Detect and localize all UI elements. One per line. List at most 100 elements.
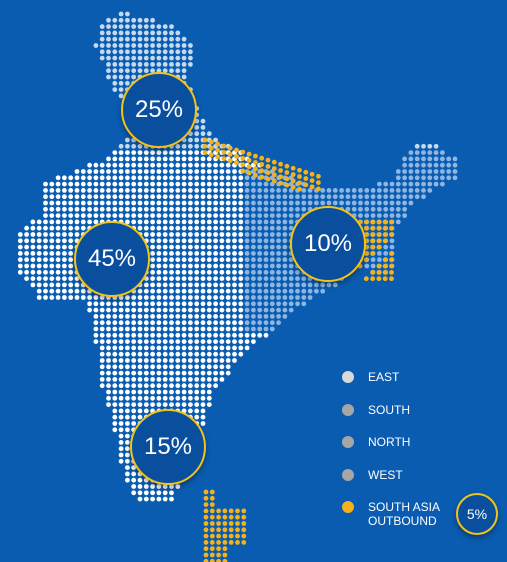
map-dot [49,188,55,193]
map-dot [181,43,187,48]
map-dot [106,395,111,401]
map-dot [278,174,283,180]
map-dot [307,295,313,300]
map-dot [131,320,137,326]
map-dot [162,295,168,300]
map-dot [175,402,181,407]
map-dot [232,244,237,250]
map-dot [143,55,149,61]
map-dot [156,301,162,307]
map-dot [200,200,206,206]
map-dot [150,175,156,181]
map-dot [309,184,315,190]
map-dot [382,270,388,275]
south-share-value: 15% [143,433,193,460]
map-dot [43,194,48,200]
map-dot [36,282,42,288]
map-dot [125,446,130,452]
map-dot [194,257,200,263]
map-dot [131,383,137,389]
map-dot [225,181,231,187]
map-dot [150,150,156,156]
map-dot [30,276,36,281]
map-dot [175,307,181,313]
map-dot [125,389,130,395]
map-dot [137,301,143,307]
map-dot [282,301,288,307]
map-dot [162,402,168,407]
map-dot [339,188,344,193]
map-dot [106,55,111,61]
map-dot [263,295,269,300]
map-dot [251,213,256,219]
map-dot [389,251,394,256]
map-dot [137,383,143,389]
map-dot [295,276,300,281]
map-dot [150,30,156,36]
map-dot [246,158,252,163]
map-dot [452,169,458,174]
map-dot [169,263,174,269]
map-dot [440,175,445,181]
map-dot [112,370,118,376]
map-dot [219,181,225,187]
map-dot [288,194,294,200]
map-dot [131,30,137,36]
map-dot [162,62,168,67]
map-dot [150,244,156,250]
south-share-bubble: 15% [130,409,206,485]
map-dot [106,301,111,307]
map-dot [131,490,137,496]
map-dot [203,540,209,545]
map-dot [62,206,67,212]
map-dot [131,188,137,193]
map-dot [251,251,256,256]
map-dot [112,408,118,414]
map-dot [156,490,162,496]
map-dot [131,332,137,338]
map-dot [271,166,277,171]
map-dot [219,238,225,244]
legend-dot-icon [342,468,354,481]
map-dot [269,269,275,275]
map-dot [175,55,181,61]
map-dot [137,484,143,489]
map-dot [118,332,124,338]
map-dot [150,232,156,237]
map-dot [301,282,307,288]
legend-item-south: SOUTH [338,399,498,432]
outbound-share-bubble: 5% [456,493,498,535]
map-dot [276,244,281,250]
map-dot [156,332,162,338]
map-dot [376,225,382,231]
map-dot [118,24,124,29]
map-dot [206,326,212,332]
map-dot [118,17,124,23]
map-dot [112,414,118,420]
map-dot [68,200,74,206]
map-dot [43,219,48,225]
map-dot [225,162,231,168]
map-dot [87,188,92,193]
map-dot [263,225,269,231]
map-dot [181,244,187,250]
legend-label: SOUTH ASIA OUTBOUND [368,500,440,528]
map-dot [49,194,55,200]
map-dot [222,521,228,526]
map-dot [194,156,200,162]
map-dot [194,225,200,231]
map-dot [156,251,162,256]
map-dot [137,402,143,407]
map-dot [188,326,193,332]
map-dot [80,206,86,212]
map-dot [162,36,168,42]
map-dot [156,181,162,187]
map-dot [36,232,42,237]
map-dot [181,49,187,55]
map-dot [395,206,401,212]
map-dot [181,282,187,288]
map-dot [200,238,206,244]
map-dot [316,173,321,179]
map-dot [169,326,174,332]
map-dot [257,219,263,225]
